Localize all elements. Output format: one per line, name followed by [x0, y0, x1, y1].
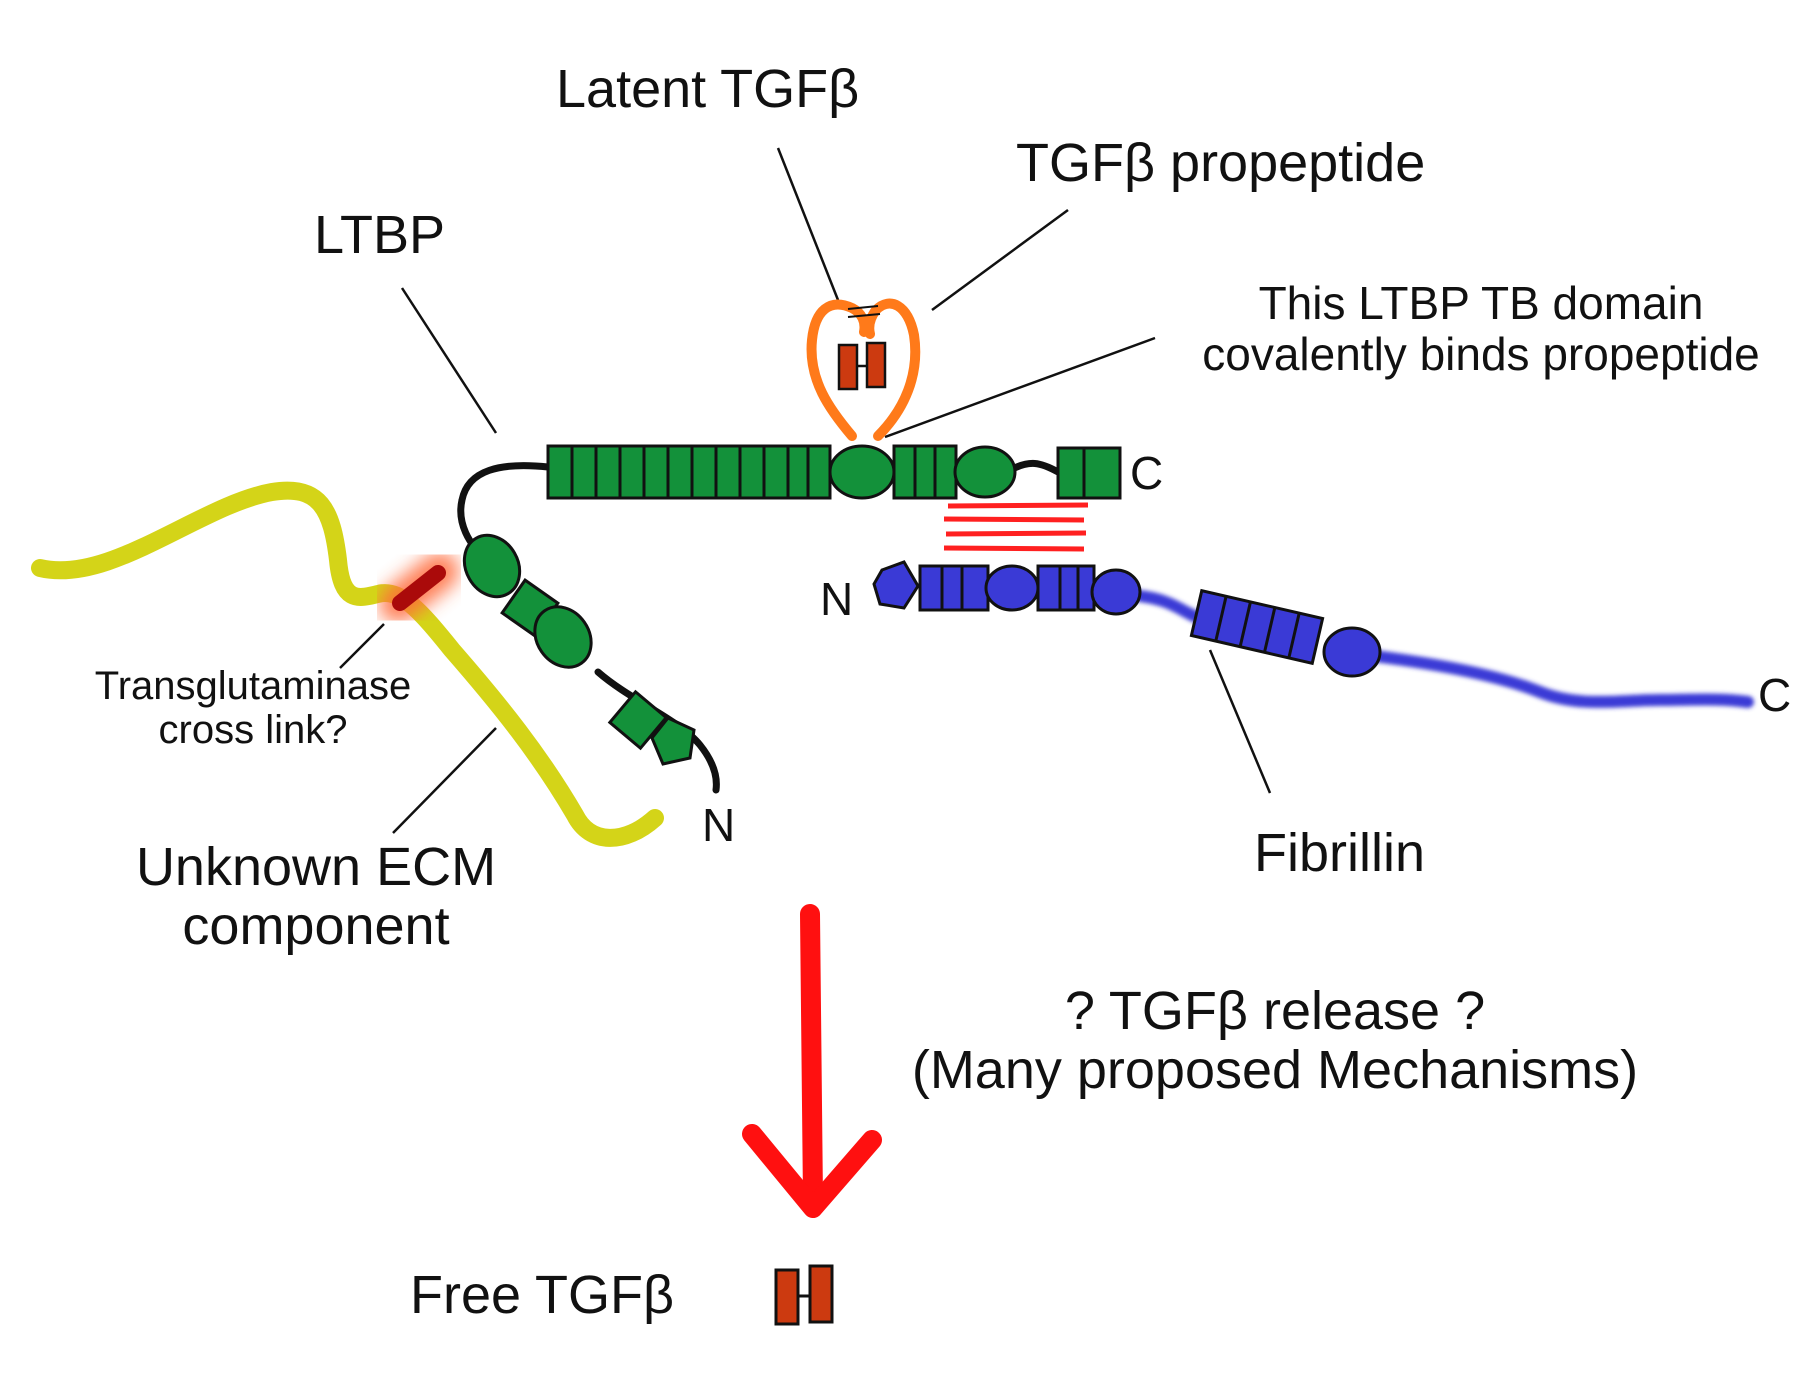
- label-ltbp-n-terminus: N: [702, 799, 736, 851]
- fibrillin-egf-block-3: [1189, 588, 1325, 666]
- label-release-line1: ? TGFβ release ?: [1064, 981, 1486, 1041]
- fibrillin-pentagon: [872, 560, 920, 610]
- pointer-ltbp: [400, 287, 498, 434]
- fibrillin-egf-block-1: [918, 564, 990, 612]
- label-latent-tgfb: Latent TGFβ: [556, 59, 860, 119]
- label-transglutaminase-line1: Transglutaminase: [94, 664, 412, 708]
- label-tb-domain-line2: covalently binds propeptide: [1202, 327, 1760, 380]
- label-ltbp: LTBP: [314, 205, 446, 265]
- label-tb-domain-line1: This LTBP TB domain: [1258, 277, 1704, 329]
- ltbp-cterm-block: [1056, 446, 1122, 500]
- label-ltbp-c-terminus: C: [1130, 447, 1164, 499]
- ltbp-arm-tb-1: [462, 533, 522, 599]
- pointer-ecm: [392, 727, 497, 834]
- fibrillin-tb-3: [1322, 626, 1382, 678]
- release-arrow: [742, 904, 882, 1218]
- ecm-strand: [31, 481, 664, 847]
- ltbp-linker-nterm: [594, 668, 720, 794]
- crosslink-mark: [379, 552, 459, 623]
- ltbp-egf-dividers: [570, 446, 810, 498]
- fibrillin-molecule: [872, 560, 1754, 708]
- ltbp-molecule: [457, 444, 1122, 794]
- label-tgfb-propeptide: TGFβ propeptide: [1016, 133, 1426, 193]
- label-tb-domain: This LTBP TB domain covalently binds pro…: [1176, 278, 1786, 379]
- label-release: ? TGFβ release ? (Many proposed Mechanis…: [870, 981, 1680, 1101]
- label-transglutaminase: Transglutaminase cross link?: [58, 664, 448, 752]
- ltbp-tb-domain: [828, 444, 896, 500]
- free-tgfb-dimer: [774, 1264, 834, 1326]
- fibrillin-binding-lines: [943, 502, 1089, 552]
- ecm-component: [31, 481, 664, 847]
- fibrillin-tb-2: [1090, 568, 1142, 616]
- ltbp-linker-cterm: [1006, 460, 1062, 476]
- ltbp-tb-domain-2: [953, 445, 1017, 499]
- label-release-line2: (Many proposed Mechanisms): [911, 1040, 1639, 1101]
- pointer-transglutaminase: [339, 623, 385, 669]
- ltbp-arm-tb-2: [533, 605, 593, 669]
- pointer-fibrillin: [1208, 649, 1272, 794]
- label-fibrillin: Fibrillin: [1254, 823, 1426, 883]
- ltbp-egf-block: [892, 444, 958, 500]
- ltbp-arm-block-2: [607, 689, 669, 751]
- latent-tgfb-dimer: [837, 341, 887, 391]
- pointer-lines: [339, 147, 1272, 834]
- label-ecm-line2: component: [182, 896, 450, 957]
- label-transglutaminase-line2: cross link?: [158, 708, 348, 752]
- pointer-propeptide: [931, 208, 1069, 312]
- fibrillin-tb-1: [984, 564, 1040, 612]
- fibrillin-egf-block-2: [1036, 564, 1096, 612]
- pointer-latent-tgfb: [776, 147, 840, 301]
- propeptide-right-arm: [864, 298, 921, 441]
- pointer-tb-domain: [884, 336, 1156, 439]
- label-ecm-component: Unknown ECM component: [116, 837, 516, 957]
- label-fibrillin-c-terminus: C: [1758, 669, 1792, 721]
- label-ecm-line1: Unknown ECM: [135, 837, 497, 897]
- label-free-tgfb: Free TGFβ: [410, 1265, 675, 1325]
- latent-tgfb-complex: [806, 298, 921, 441]
- label-fibrillin-n-terminus: N: [820, 573, 854, 625]
- ltbp-arm-pentagon: [650, 716, 696, 766]
